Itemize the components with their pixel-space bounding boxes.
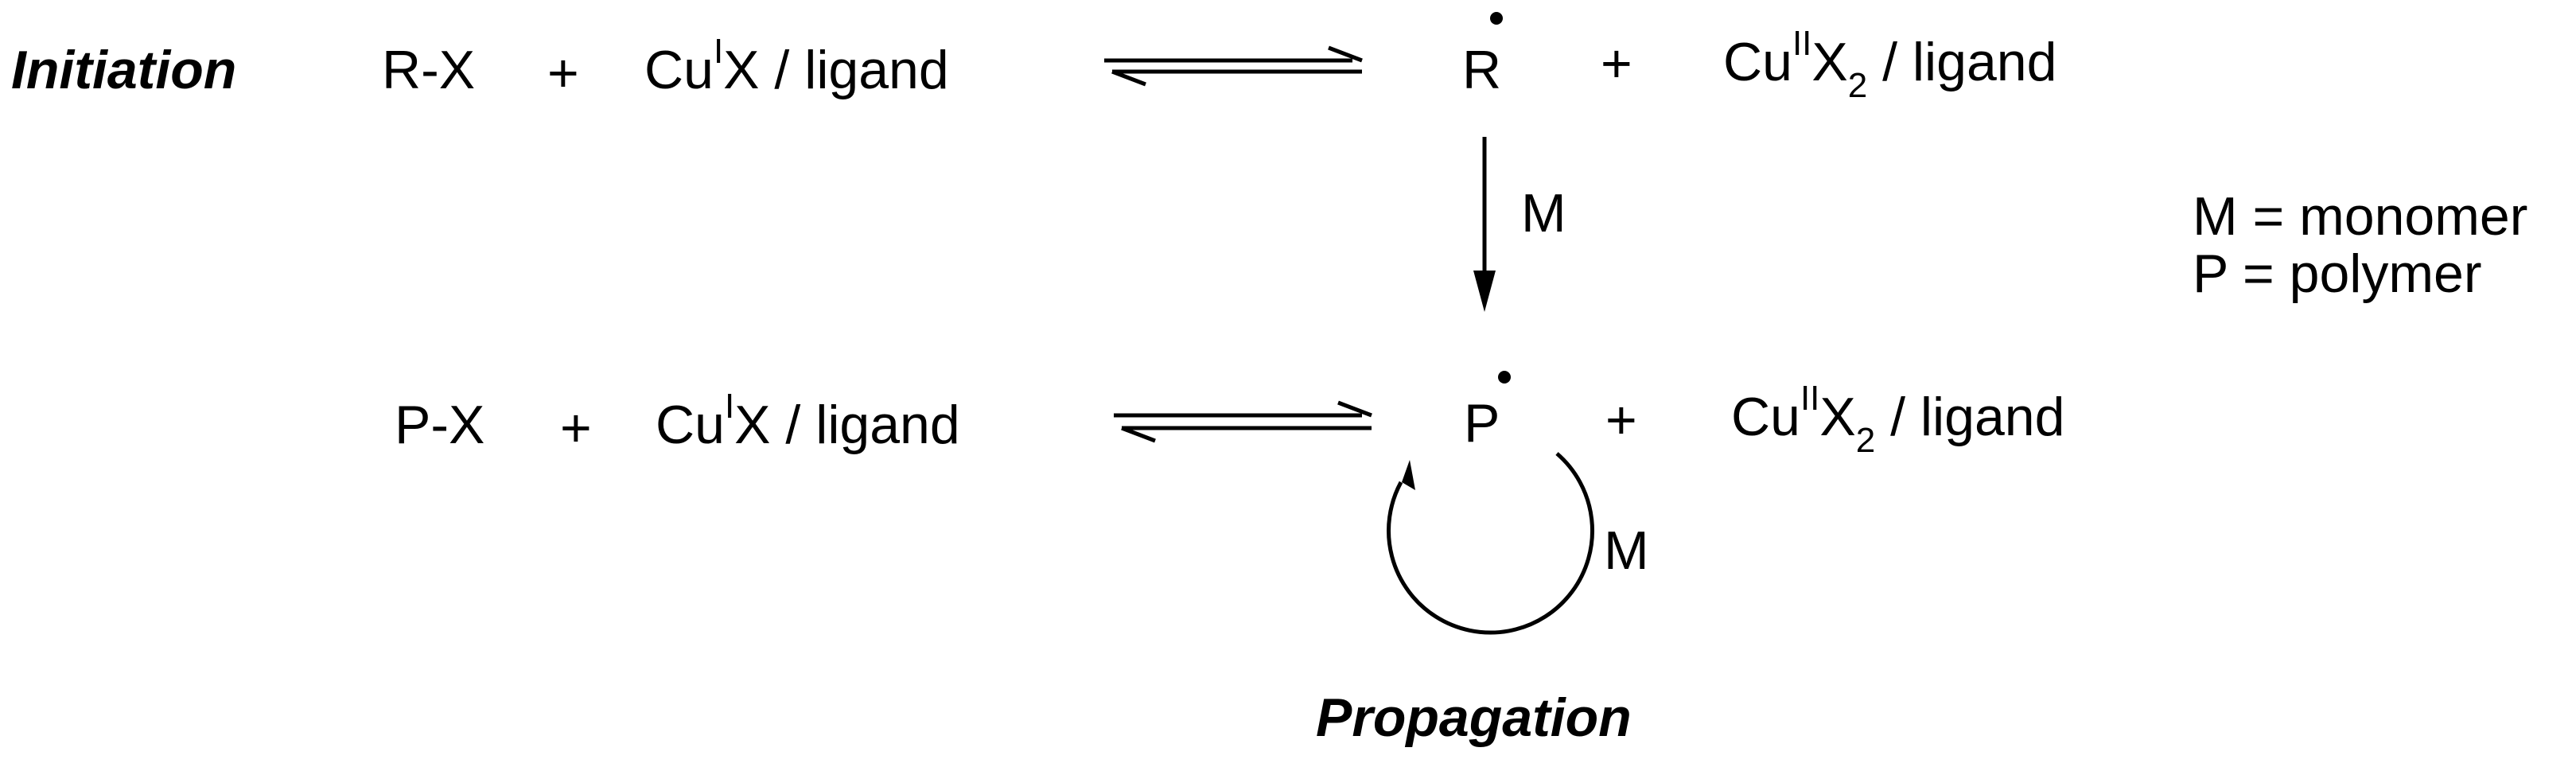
addition-arrow — [1473, 137, 1496, 312]
plus-sign: + — [1601, 33, 1632, 94]
propagation-cycle-arrow — [1387, 452, 1595, 635]
copper-ii-deactivator: CuIIX2 / ligand — [1723, 24, 2057, 105]
legend-monomer: M = monomer — [2193, 186, 2528, 247]
initiator-r-x: R-X — [382, 40, 476, 100]
plus-sign: + — [1605, 390, 1637, 450]
dormant-chain-p-x: P-X — [395, 395, 485, 455]
radical-r: R — [1462, 40, 1502, 100]
equilibrium-arrow — [1104, 45, 1363, 87]
copper-i-catalyst: CuIX / ligand — [656, 387, 960, 455]
monomer-arrow-label: M — [1521, 183, 1566, 243]
cycle-monomer-label: M — [1604, 520, 1649, 581]
initiation-heading: Initiation — [11, 40, 237, 100]
radical-dot — [1498, 371, 1511, 384]
propagation-heading: Propagation — [1316, 687, 1632, 748]
equilibrium-arrow — [1114, 400, 1372, 443]
legend-polymer: P = polymer — [2193, 243, 2482, 304]
copper-i-catalyst: CuIX / ligand — [644, 32, 949, 100]
copper-ii-deactivator: CuIIX2 / ligand — [1731, 379, 2065, 460]
radical-dot — [1490, 12, 1503, 25]
plus-sign: + — [560, 398, 592, 458]
radical-p: P — [1464, 393, 1500, 454]
plus-sign: + — [547, 43, 579, 103]
